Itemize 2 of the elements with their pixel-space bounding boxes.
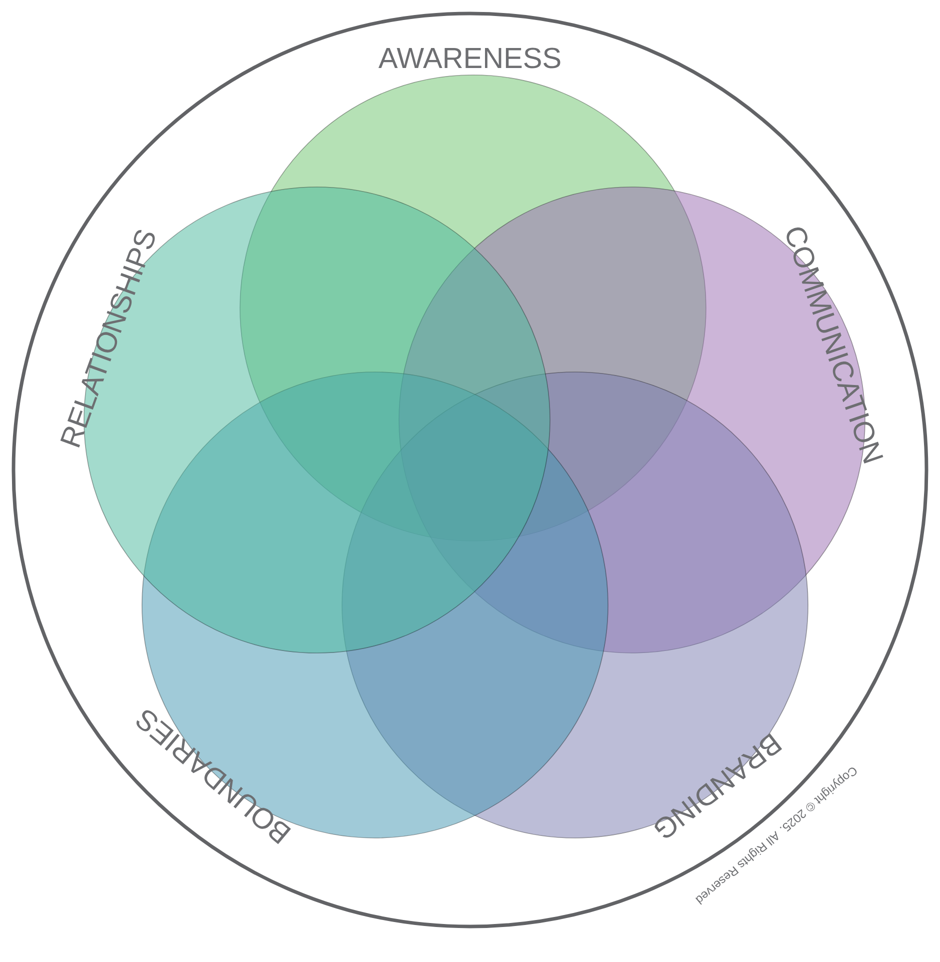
outer-ring [12, 12, 928, 928]
circle-label: AWARENESS [378, 48, 560, 68]
